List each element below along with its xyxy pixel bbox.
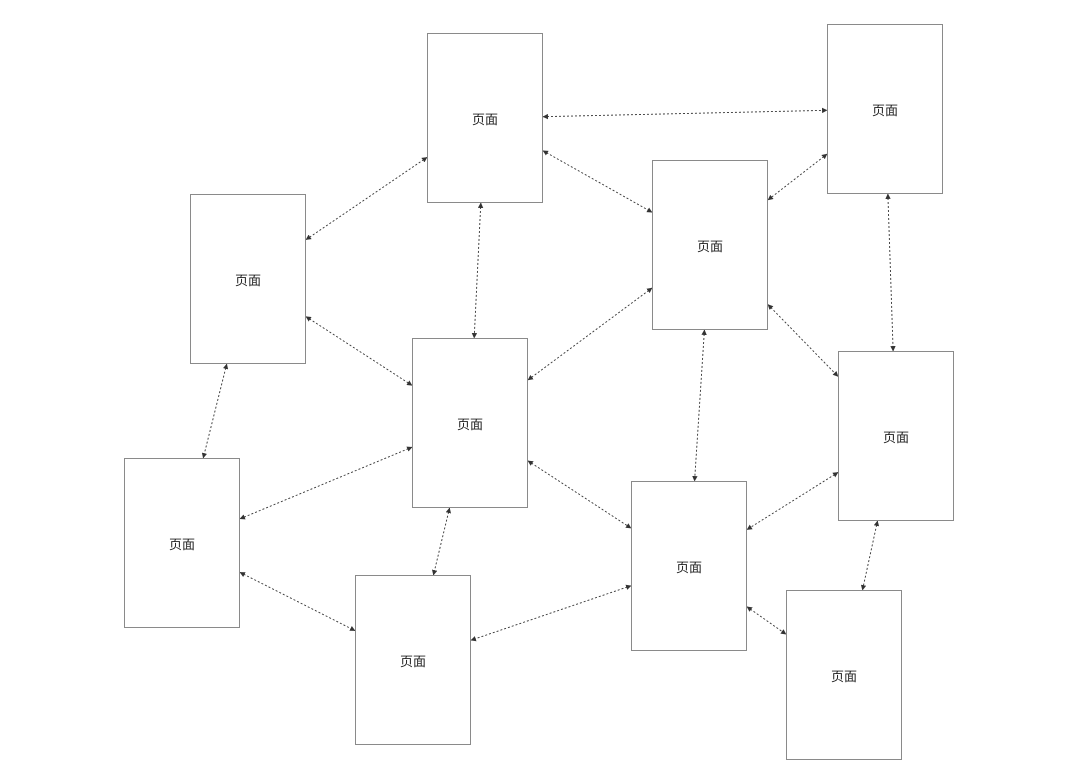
page-node-label: 页面 <box>168 537 195 553</box>
connector-arrow <box>767 153 828 201</box>
page-node[interactable]: 页面 <box>427 33 543 203</box>
connector-arrow <box>767 304 839 377</box>
page-node-label: 页面 <box>471 112 498 128</box>
page-node-label: 页面 <box>882 430 909 446</box>
page-node-label: 页面 <box>399 654 426 670</box>
page-node[interactable]: 页面 <box>838 351 954 521</box>
connector-arrow <box>239 446 413 520</box>
connector-arrow <box>542 150 653 213</box>
page-node[interactable]: 页面 <box>412 338 528 508</box>
connector-arrow <box>305 316 413 386</box>
page-node[interactable]: 页面 <box>355 575 471 745</box>
page-node[interactable]: 页面 <box>631 481 747 651</box>
page-node-label: 页面 <box>696 239 723 255</box>
connector-arrow <box>305 157 428 240</box>
connector-arrow <box>885 193 896 352</box>
connector-arrow <box>431 507 452 576</box>
page-node-label: 页面 <box>830 669 857 685</box>
page-node[interactable]: 页面 <box>124 458 240 628</box>
connector-arrow <box>542 107 828 120</box>
page-node-label: 页面 <box>234 273 261 289</box>
page-node[interactable]: 页面 <box>786 590 902 760</box>
page-node[interactable]: 页面 <box>827 24 943 194</box>
connector-arrow <box>746 472 839 530</box>
connector-arrow <box>746 606 787 635</box>
connector-arrow <box>201 363 229 459</box>
connector-arrow <box>239 571 356 632</box>
page-node-label: 页面 <box>871 103 898 119</box>
page-node-label: 页面 <box>675 560 702 576</box>
page-node[interactable]: 页面 <box>652 160 768 330</box>
connector-arrow <box>527 287 653 381</box>
connector-arrow <box>692 329 707 482</box>
connector-arrow <box>527 460 632 529</box>
connector-arrow <box>470 584 632 642</box>
page-node-label: 页面 <box>456 417 483 433</box>
connector-arrow <box>860 520 880 591</box>
connector-arrow <box>471 202 484 339</box>
page-node[interactable]: 页面 <box>190 194 306 364</box>
